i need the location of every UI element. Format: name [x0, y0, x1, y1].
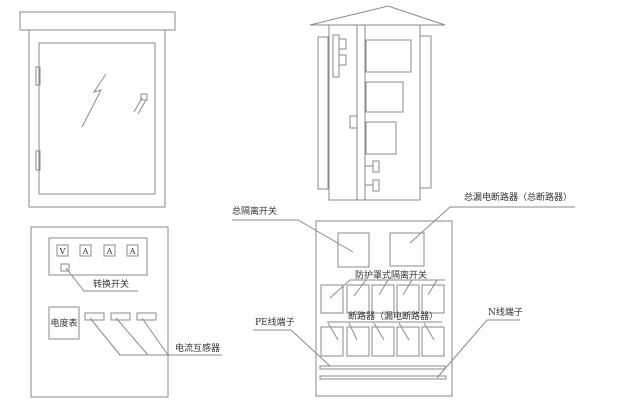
svg-text:A: A — [82, 247, 89, 256]
current-transformer-label: 电流互感器 — [175, 342, 220, 354]
n-terminal-label: N线端子 — [488, 306, 523, 318]
lock-handle-icon — [133, 93, 148, 115]
selector-switch — [60, 263, 70, 272]
cabinet-body — [28, 29, 166, 208]
meter-a1: A — [79, 244, 92, 257]
side-plate-left — [317, 36, 329, 190]
main-isolator — [337, 232, 370, 268]
guarded-isolator-label: 防护罩式隔离开关 — [355, 269, 427, 281]
side-roof — [309, 5, 446, 26]
meter-a2: A — [103, 244, 116, 257]
lightning-warning-icon — [81, 73, 107, 128]
pe-terminal-bar — [319, 365, 446, 370]
energy-meter — [48, 306, 80, 340]
cabinet-roof — [19, 11, 176, 31]
meter-a3: A — [126, 244, 139, 257]
main-rcd — [389, 232, 425, 267]
energy-meter-label: 电度表 — [50, 317, 77, 329]
cabinet-front-view — [19, 11, 176, 208]
switch-label: 转换开关 — [93, 278, 129, 290]
main-isolator-label: 总隔离开关 — [232, 205, 277, 217]
n-terminal-bar — [319, 375, 447, 380]
svg-text:A: A — [129, 247, 136, 256]
svg-text:A: A — [106, 247, 113, 256]
meter-panel: V A A A 转换开关 电度表 电流互感器 — [30, 226, 222, 398]
side-plate-right — [419, 35, 432, 189]
meter-window — [48, 237, 148, 276]
svg-text:V: V — [59, 247, 66, 256]
main-rcd-label: 总漏电断路器（总断路器） — [464, 191, 572, 203]
cabinet-door — [38, 42, 156, 195]
meter-v: V — [56, 244, 69, 257]
distribution-panel: 总隔离开关 总漏电断路器（总断路器） 防护罩式隔离开关 断路器（漏电断路器） P… — [232, 191, 575, 397]
hinge-bottom — [35, 150, 41, 171]
cabinet-side-view — [309, 5, 446, 201]
hinge-top — [35, 66, 41, 86]
breaker-label: 断路器（漏电断路器） — [348, 310, 438, 322]
pe-terminal-label: PE线端子 — [255, 316, 295, 328]
